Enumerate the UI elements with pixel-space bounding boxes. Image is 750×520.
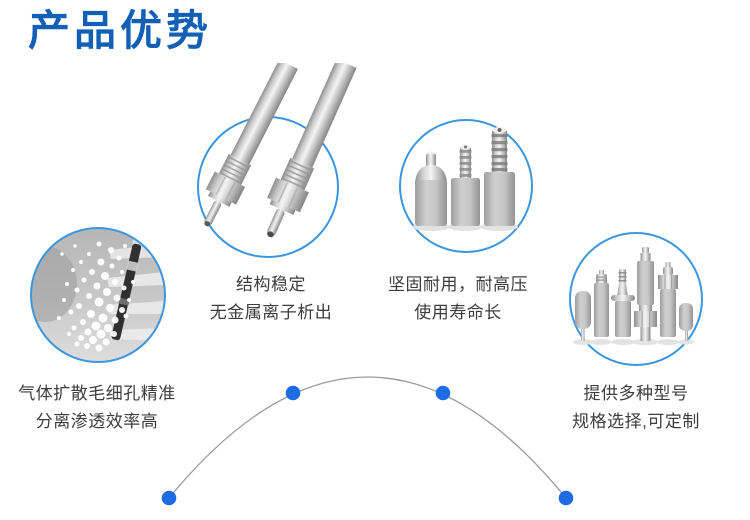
feature-text-line: 分离渗透效率高 bbox=[35, 412, 159, 431]
feature-text-line: 提供多种型号 bbox=[583, 384, 689, 403]
connector-arc bbox=[161, 376, 574, 506]
feature-text-line: 气体扩散毛细孔精准 bbox=[18, 384, 176, 403]
page-title: 产品优势 bbox=[28, 7, 213, 54]
feature-text-line: 无金属离子析出 bbox=[209, 303, 333, 322]
timeline-dot bbox=[435, 385, 451, 401]
aeration-bubbles-photo bbox=[30, 227, 166, 363]
feature-text-line: 规格选择,可定制 bbox=[572, 412, 700, 431]
feature-text-line: 使用寿命长 bbox=[414, 303, 502, 322]
photo-circle-border bbox=[30, 227, 166, 363]
arc-line bbox=[168, 376, 567, 499]
feature-caption-models: 提供多种型号 规格选择,可定制 bbox=[546, 380, 726, 436]
threaded-tube-fittings-photo bbox=[197, 63, 357, 258]
sintered-diffusion-stones-photo bbox=[399, 119, 533, 253]
feature-caption-diffusion: 气体扩散毛细孔精准 分离渗透效率高 bbox=[2, 380, 192, 436]
assorted-model-fittings-photo bbox=[569, 232, 703, 366]
feature-caption-durable: 坚固耐用，耐高压 使用寿命长 bbox=[366, 271, 550, 327]
timeline-dot bbox=[161, 490, 177, 506]
feature-text-line: 结构稳定 bbox=[236, 275, 306, 294]
feature-caption-structure: 结构稳定 无金属离子析出 bbox=[181, 271, 361, 327]
timeline-dot bbox=[558, 490, 574, 506]
timeline-dot bbox=[285, 385, 301, 401]
feature-text-line: 坚固耐用，耐高压 bbox=[388, 275, 528, 294]
